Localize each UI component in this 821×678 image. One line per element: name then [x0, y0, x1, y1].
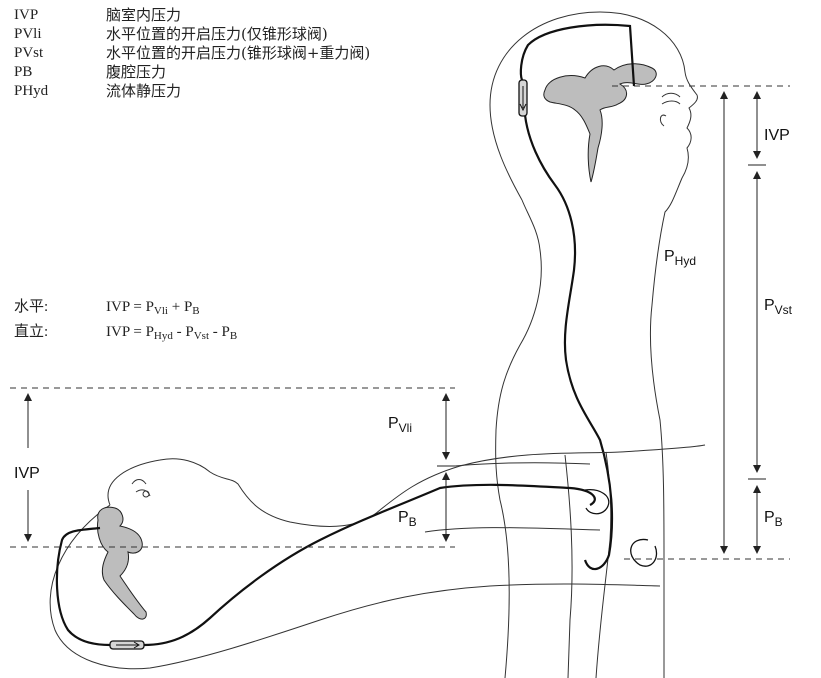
- horizontal-arm-outline: [425, 528, 600, 532]
- horizontal-eye-pupil: [143, 491, 149, 497]
- label-p: P: [388, 415, 399, 432]
- label-p: P: [398, 509, 409, 526]
- label-pvli: PVli: [388, 415, 412, 435]
- label-p: P: [664, 248, 675, 265]
- label-pb-horizontal: PB: [398, 509, 417, 529]
- label-sub: B: [775, 515, 783, 529]
- label-pb-upright: PB: [764, 509, 783, 529]
- label-ivp-horizontal: IVP: [14, 465, 40, 482]
- upright-ear: [660, 115, 666, 126]
- horizontal-eye: [132, 480, 150, 497]
- label-sub: Vli: [399, 421, 412, 435]
- upright-brain-ventricle: [544, 64, 656, 182]
- horizontal-brain-ventricle: [97, 507, 146, 619]
- label-sub: Hyd: [675, 254, 696, 268]
- upright-body-back: [496, 200, 542, 678]
- label-ivp-upright: IVP: [764, 127, 790, 144]
- horizontal-shunt-catheter: [144, 485, 595, 645]
- label-sub: Vst: [775, 303, 793, 317]
- label-pvst: PVst: [764, 297, 793, 317]
- horizontal-arm-outline: [455, 463, 590, 466]
- label-phyd: PHyd: [664, 248, 696, 268]
- upright-shunt-catheter: [525, 115, 612, 569]
- label-p: P: [764, 509, 775, 526]
- upright-catheter-coil: [631, 539, 657, 566]
- label-p: P: [764, 297, 775, 314]
- upright-eye: [662, 93, 680, 104]
- label-sub: B: [409, 515, 417, 529]
- horizontal-body: [50, 445, 705, 669]
